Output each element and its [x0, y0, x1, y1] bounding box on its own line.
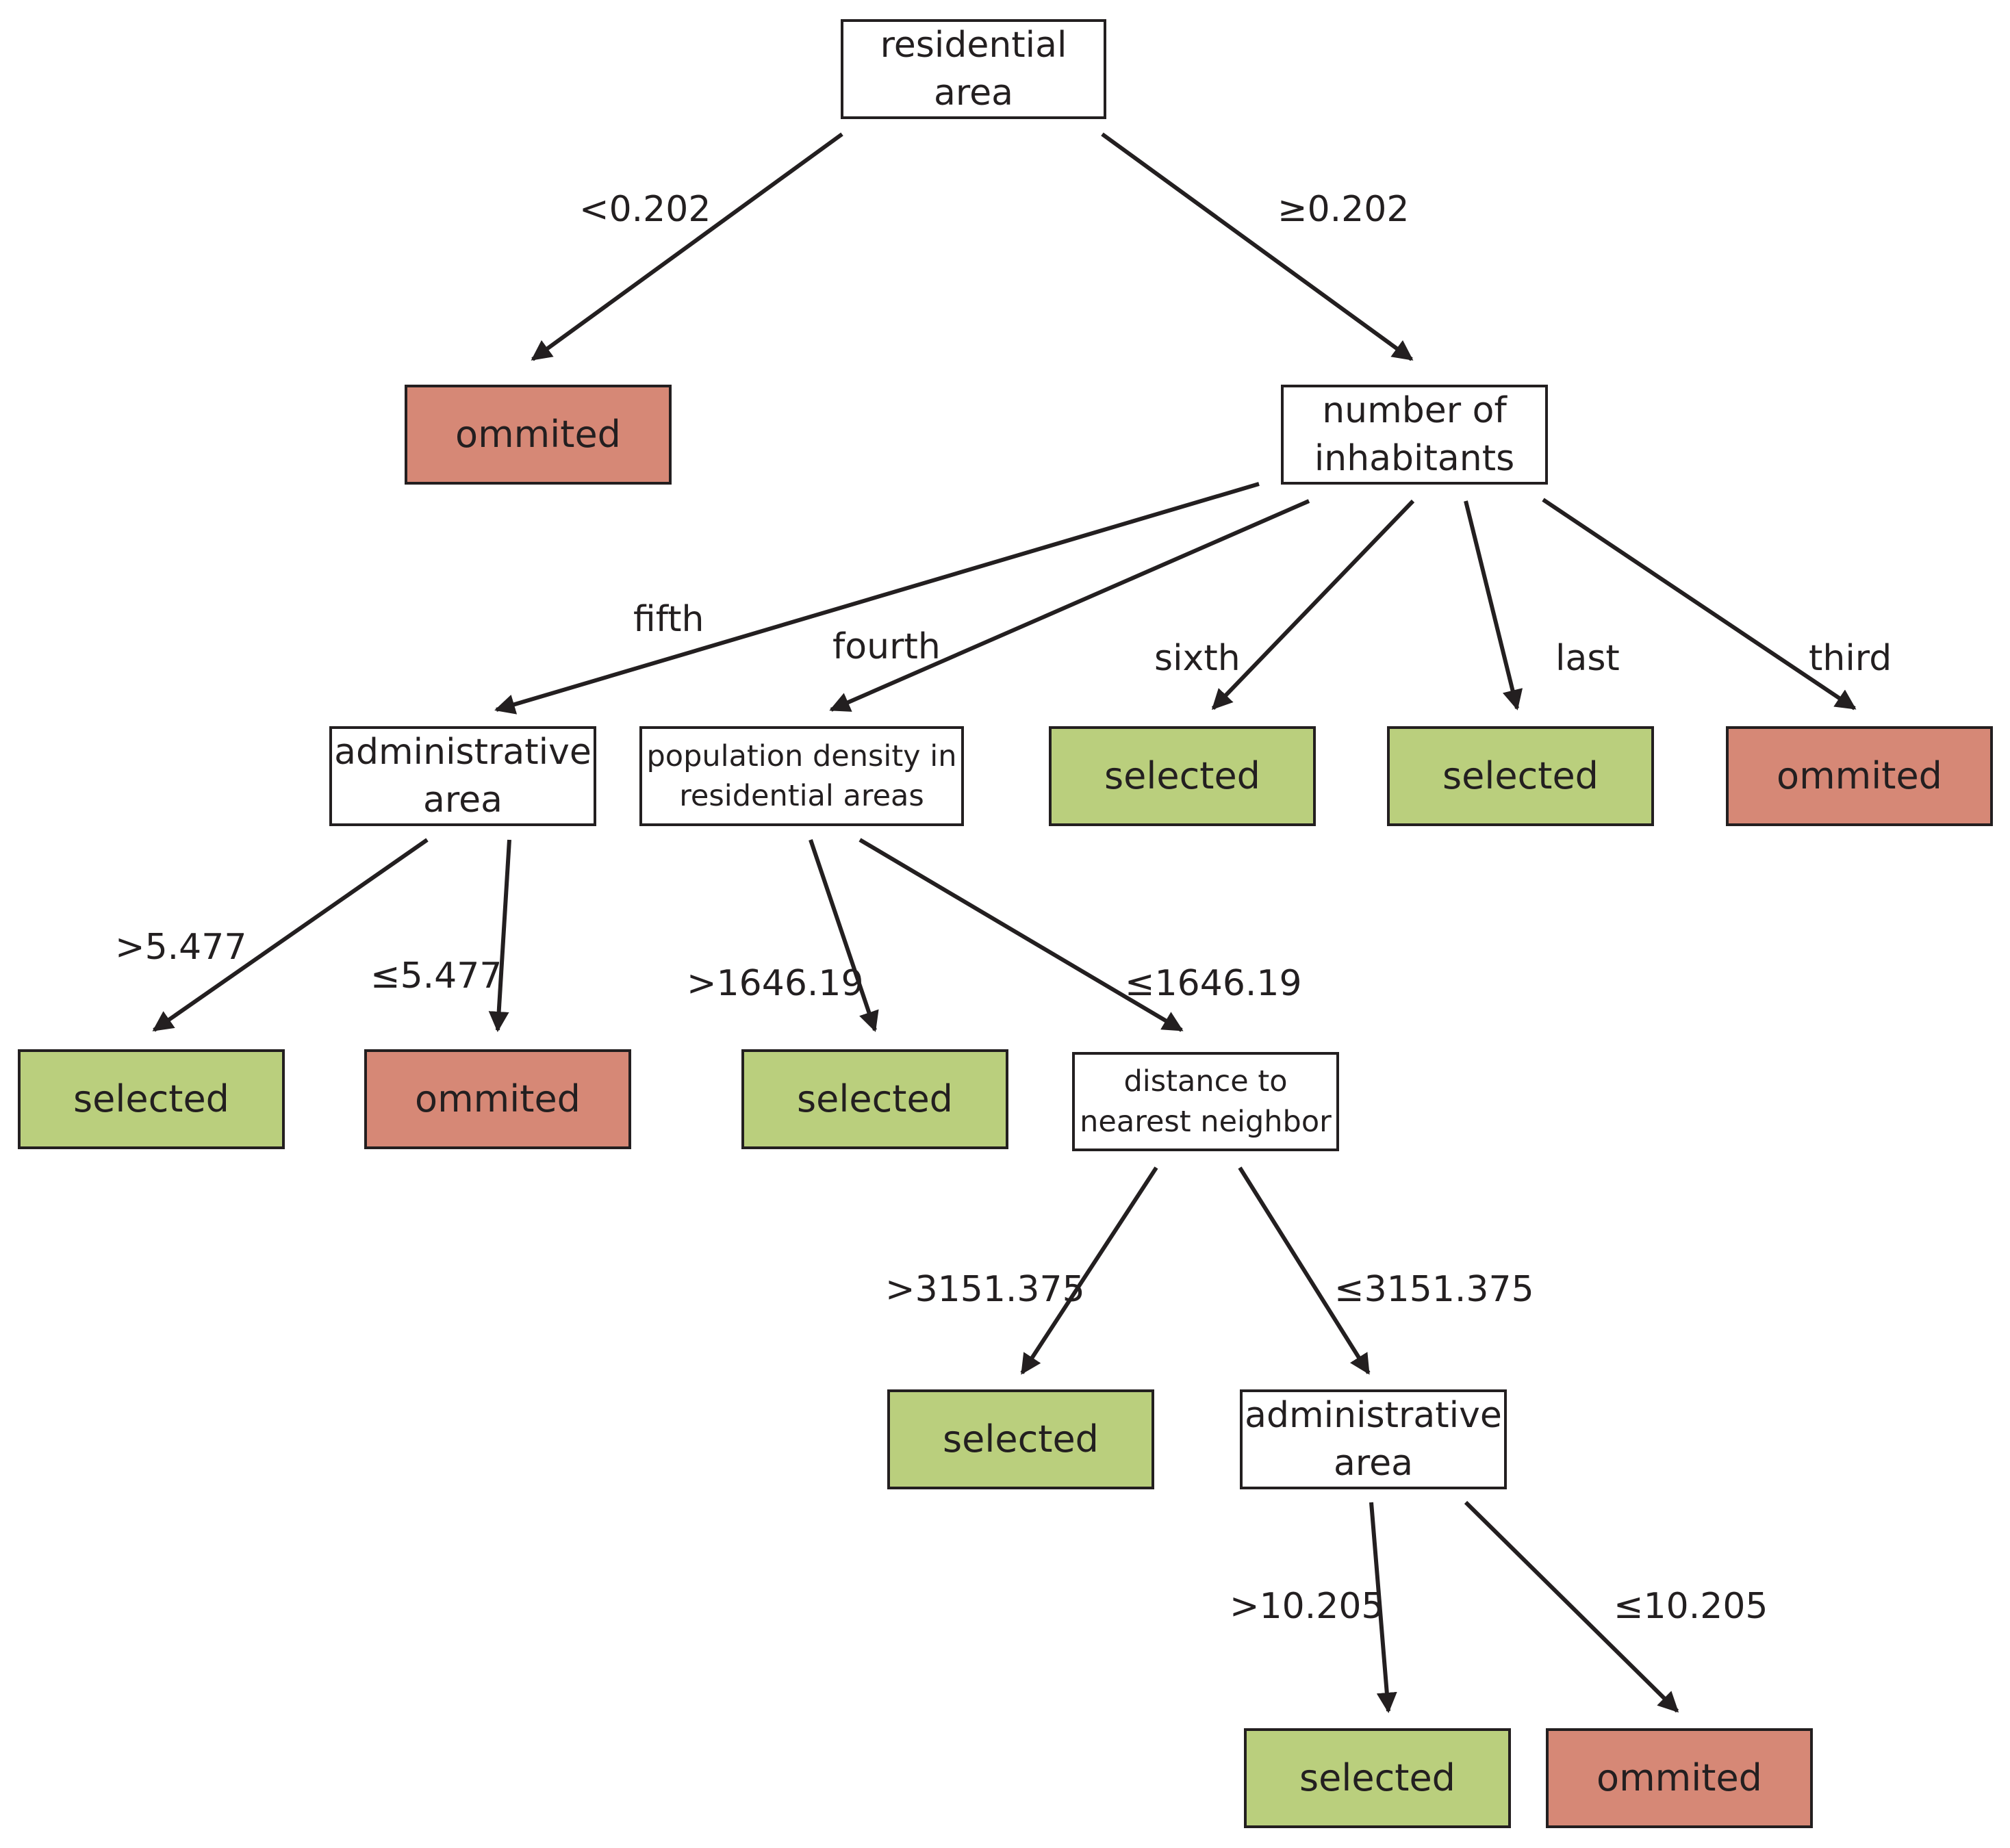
leaf-omitted-admin1-le: ommited: [364, 1049, 631, 1149]
edge-pop-le: [858, 838, 1184, 1032]
edge-dist-le: [1238, 1166, 1371, 1375]
edge-label-dist-gt: >3151.375: [885, 1269, 1085, 1310]
edge-label-last: last: [1555, 638, 1620, 679]
edge-label-dist-le: ≤3151.375: [1334, 1269, 1534, 1310]
edge-inh-fifth: [494, 482, 1260, 715]
node-administrative-area-1: administrative area: [329, 726, 596, 826]
edge-label-admin2-le: ≤10.205: [1614, 1586, 1768, 1627]
edge-inh-last: [1464, 500, 1523, 710]
leaf-selected-admin1-gt: selected: [18, 1049, 285, 1149]
node-residential-area: residential area: [841, 19, 1106, 119]
node-population-density: population density in residential areas: [639, 726, 964, 826]
edge-root-ge: [1101, 132, 1414, 361]
edge-admin1-gt: [152, 838, 429, 1032]
edge-admin2-gt: [1369, 1502, 1397, 1713]
leaf-selected-distance-gt: selected: [887, 1389, 1154, 1489]
edge-inh-sixth: [1211, 499, 1415, 710]
edge-label-root-lt: <0.202: [579, 189, 711, 230]
edge-dist-gt: [1020, 1166, 1158, 1375]
node-distance-to-nearest-neighbor: distance to nearest neighbor: [1072, 1052, 1339, 1151]
edge-label-fourth: fourth: [832, 626, 941, 667]
leaf-omitted-admin2-le: ommited: [1546, 1728, 1813, 1828]
edge-label-root-ge: ≥0.202: [1277, 189, 1410, 230]
edge-inh-third: [1542, 498, 1857, 710]
node-number-of-inhabitants: number of inhabitants: [1281, 385, 1548, 485]
edge-label-pop-le: ≤1646.19: [1125, 963, 1302, 1004]
edge-label-pop-gt: >1646.19: [687, 963, 864, 1004]
leaf-selected-popdens-gt: selected: [741, 1049, 1008, 1149]
leaf-selected-sixth: selected: [1049, 726, 1316, 826]
leaf-omitted-residential-low: ommited: [405, 385, 672, 485]
leaf-omitted-third: ommited: [1726, 726, 1993, 826]
edge-label-admin1-gt: >5.477: [115, 927, 247, 968]
edge-label-admin2-gt: >10.205: [1230, 1586, 1384, 1627]
edge-label-sixth: sixth: [1154, 638, 1241, 679]
edge-admin2-le: [1464, 1500, 1679, 1713]
edge-label-admin1-le: ≤5.477: [370, 955, 502, 997]
edge-pop-gt: [809, 839, 879, 1032]
edge-label-third: third: [1809, 638, 1892, 679]
edge-inh-fourth: [829, 499, 1310, 712]
leaf-selected-last: selected: [1387, 726, 1654, 826]
leaf-selected-admin2-gt: selected: [1244, 1728, 1511, 1828]
edge-admin1-le: [488, 839, 511, 1032]
edge-label-fifth: fifth: [633, 599, 704, 640]
edge-root-lt: [531, 132, 843, 361]
node-administrative-area-2: administrative area: [1240, 1389, 1507, 1489]
